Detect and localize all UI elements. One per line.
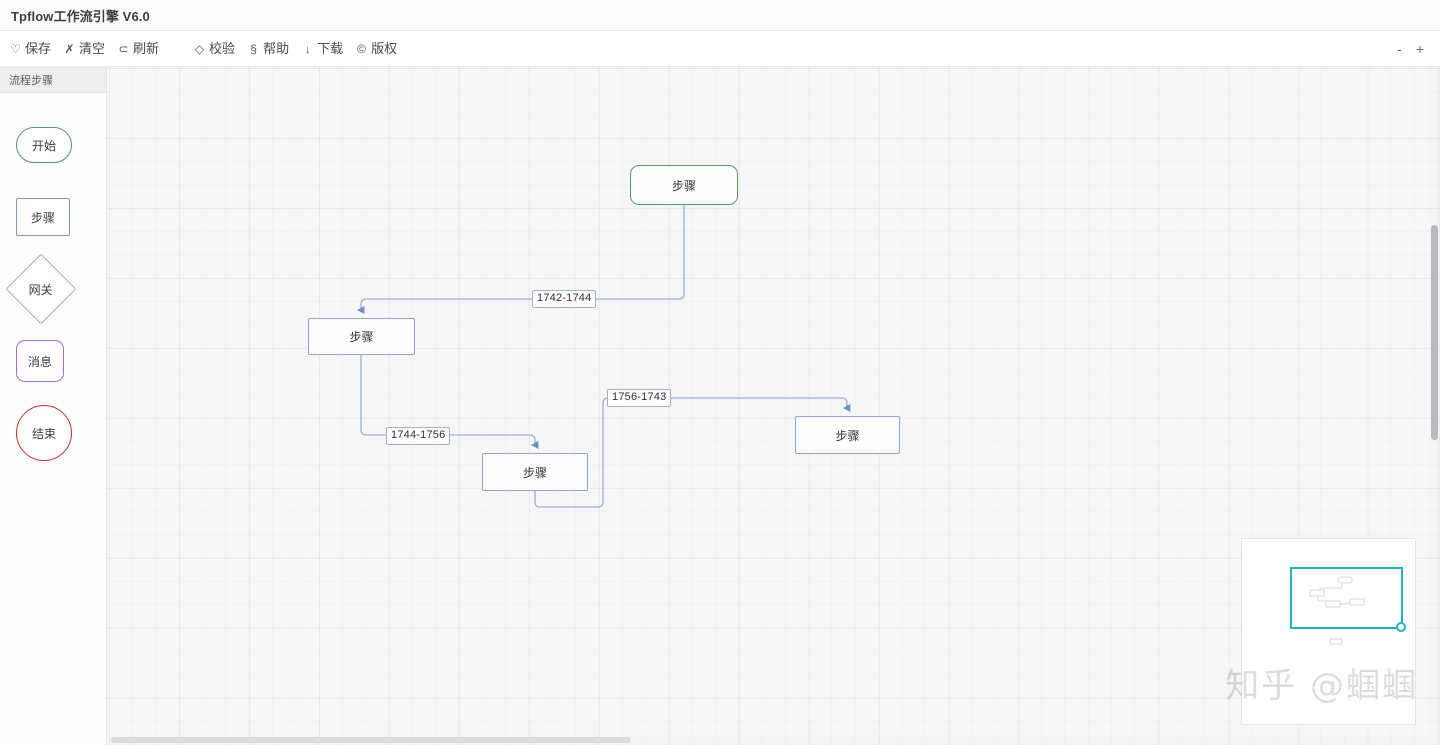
heart-icon: ♡ — [10, 41, 21, 56]
palette-item-gateway[interactable]: 网关 — [0, 253, 106, 325]
toolbar-copyright-label: 版权 — [371, 41, 398, 56]
edge-label-1742-1744[interactable]: 1742-1744 — [532, 290, 597, 308]
horizontal-scrollbar-thumb[interactable] — [111, 737, 631, 743]
minimap-resize-handle[interactable] — [1396, 622, 1406, 632]
diamond-icon: ◇ — [194, 41, 205, 56]
minimap-content — [1242, 539, 1415, 724]
palette-item-step[interactable]: 步骤 — [0, 181, 106, 253]
zoom-out-button[interactable]: - — [1397, 41, 1402, 57]
palette-item-start[interactable]: 开始 — [0, 109, 106, 181]
edge-label-1744-1756[interactable]: 1744-1756 — [386, 427, 451, 445]
flow-node-n1[interactable]: 步骤 — [630, 165, 738, 205]
toolbar-group-primary: ♡ 保存 ✗ 清空 ⊃ 刷新 — [0, 41, 172, 56]
toolbar-download-label: 下载 — [317, 41, 344, 56]
flow-node-label: 步骤 — [522, 465, 547, 480]
title-bar: Tpflow工作流引擎 V6.0 — [0, 0, 1440, 31]
minimap-thumbnail — [1309, 576, 1365, 645]
toolbar-help-button[interactable]: § 帮助 — [248, 42, 289, 55]
minimap-viewport[interactable] — [1290, 567, 1406, 632]
toolbar: ♡ 保存 ✗ 清空 ⊃ 刷新 ◇ 校验 § 帮助 ↓ 下载 © 版权 — [0, 31, 1440, 67]
toolbar-validate-label: 校验 — [209, 41, 236, 56]
edge-n4-n3[interactable] — [534, 397, 851, 508]
close-icon: ✗ — [64, 41, 75, 56]
toolbar-refresh-label: 刷新 — [133, 41, 160, 56]
app-title: Tpflow工作流引擎 V6.0 — [11, 8, 150, 24]
zoom-controls: - + — [1397, 31, 1424, 67]
palette-item-end-label: 结束 — [31, 426, 56, 441]
palette-item-step-shape: 步骤 — [16, 198, 70, 236]
flow-node-label: 步骤 — [671, 178, 696, 193]
edge-n1-n2[interactable] — [356, 205, 685, 314]
flow-node-n3[interactable]: 步骤 — [795, 416, 900, 454]
vertical-scrollbar-thumb[interactable] — [1431, 225, 1438, 440]
palette-item-gateway-shape: 网关 — [5, 253, 77, 325]
toolbar-save-label: 保存 — [25, 41, 52, 56]
flow-node-label: 步骤 — [349, 330, 374, 344]
toolbar-refresh-button[interactable]: ⊃ 刷新 — [118, 41, 160, 56]
toolbar-group-secondary: ◇ 校验 § 帮助 ↓ 下载 © 版权 — [172, 42, 410, 55]
minimap-panel[interactable] — [1241, 538, 1416, 725]
toolbar-validate-button[interactable]: ◇ 校验 — [194, 42, 235, 55]
flow-node-label: 步骤 — [835, 428, 860, 443]
sidebar: 流程步骤 开始步骤网关消息结束 — [0, 67, 107, 745]
toolbar-copyright-button[interactable]: © 版权 — [356, 42, 397, 55]
palette-item-end-shape: 结束 — [16, 405, 72, 461]
palette-item-message-label: 消息 — [27, 354, 52, 369]
horizontal-scrollbar[interactable] — [107, 735, 1429, 745]
palette-item-message[interactable]: 消息 — [0, 325, 106, 397]
toolbar-clear-button[interactable]: ✗ 清空 — [64, 42, 105, 55]
download-icon: ↓ — [304, 41, 311, 56]
flow-node-n2[interactable]: 步骤 — [308, 318, 415, 355]
toolbar-save-button[interactable]: ♡ 保存 — [10, 42, 51, 55]
palette-item-start-label: 开始 — [31, 138, 56, 153]
toolbar-download-button[interactable]: ↓ 下载 — [302, 41, 344, 56]
section-icon: § — [250, 41, 257, 56]
sidebar-header: 流程步骤 — [0, 67, 106, 93]
shape-palette: 开始步骤网关消息结束 — [0, 93, 106, 469]
palette-item-start-shape: 开始 — [16, 127, 72, 163]
zoom-in-button[interactable]: + — [1415, 41, 1424, 57]
palette-item-step-label: 步骤 — [30, 210, 55, 225]
edge-label-1756-1743[interactable]: 1756-1743 — [607, 389, 672, 407]
refresh-icon: ⊃ — [118, 41, 129, 56]
vertical-scrollbar[interactable] — [1429, 67, 1440, 745]
toolbar-clear-label: 清空 — [79, 41, 106, 56]
palette-item-message-shape: 消息 — [16, 340, 64, 382]
canvas-grid — [107, 67, 1440, 745]
flow-node-n4[interactable]: 步骤 — [482, 453, 588, 491]
copyright-icon: © — [357, 41, 367, 56]
palette-item-end[interactable]: 结束 — [0, 397, 106, 469]
toolbar-help-label: 帮助 — [263, 41, 290, 56]
palette-item-gateway-label: 网关 — [28, 282, 54, 297]
